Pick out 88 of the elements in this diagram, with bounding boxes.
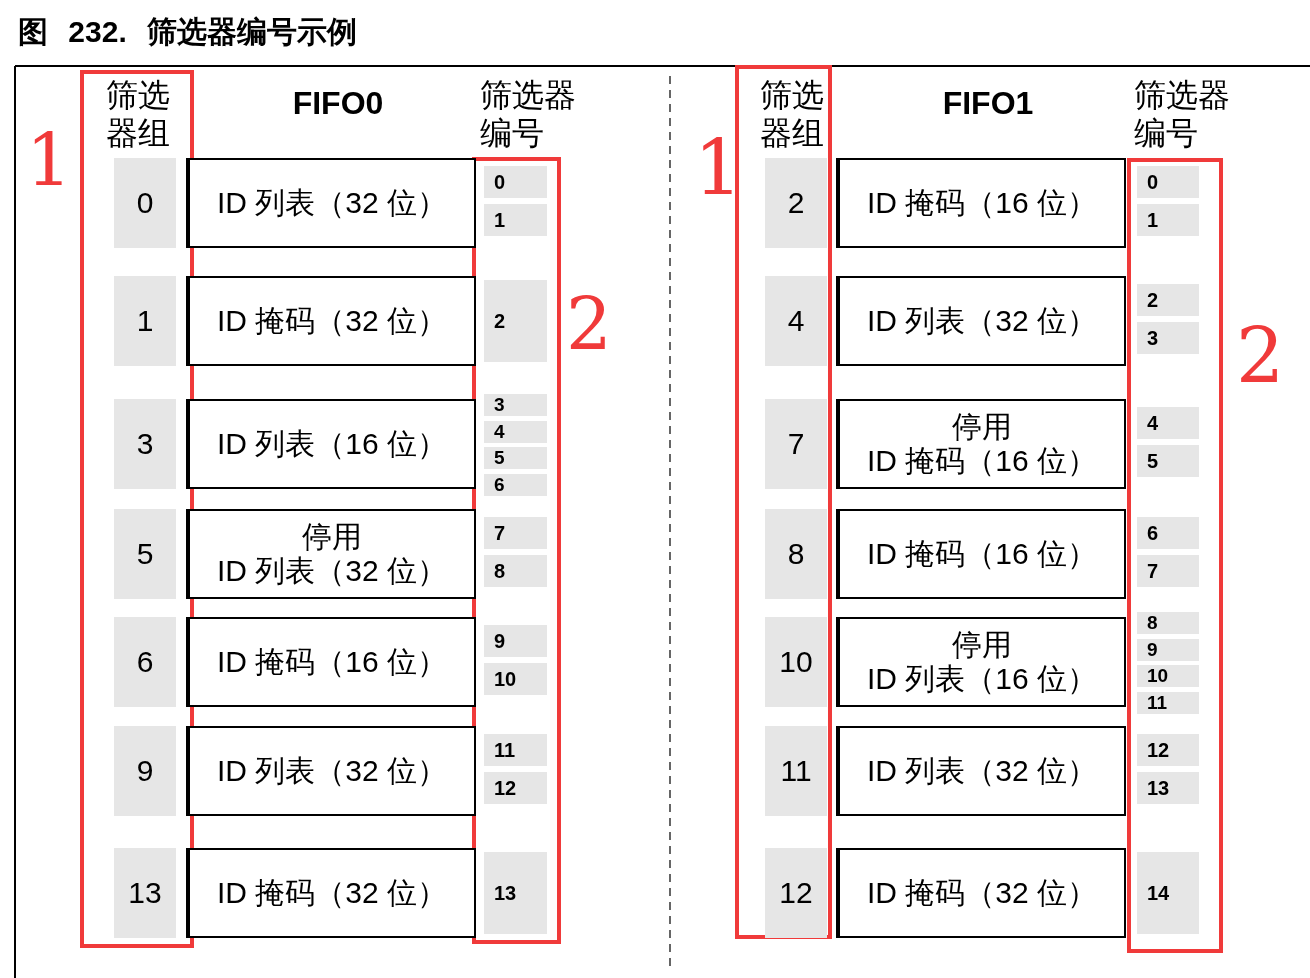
filter-number: 9 [484,625,547,657]
filter-mode-box [186,276,476,366]
column-header: 筛选器编号 [480,76,576,153]
filter-number: 10 [484,663,547,695]
filter-bank-number: 3 [114,399,176,489]
cell-text: ID 列表（16 位） [866,662,1097,697]
filter-number: 2 [484,280,547,362]
column-header: 筛选器组 [106,76,170,153]
cell-text: ID 掩码（32 位） [216,303,447,339]
cell-text: ID 掩码（16 位） [866,185,1097,221]
filter-mode-box [836,848,1126,938]
filter-number: 4 [484,420,547,443]
filter-number: 7 [1137,555,1199,587]
filter-number: 2 [1137,284,1199,316]
filter-number: 0 [484,166,547,198]
filter-number: 1 [484,204,547,236]
filter-mode-box [836,509,1126,599]
cell-text: 停用 [952,627,1012,662]
filter-number: 3 [1137,322,1199,354]
column-header: 筛选器编号 [1134,76,1230,153]
filter-number: 12 [484,772,547,804]
filter-mode-box [836,726,1126,816]
filter-number: 11 [484,734,547,766]
cell-text: ID 列表（32 位） [866,303,1097,339]
filter-mode-box [186,158,476,248]
figure-title: 图 232. 筛选器编号示例 [18,14,358,50]
filter-number: 8 [1137,612,1199,634]
column-header: FIFO0 [291,84,385,123]
filter-bank-number: 1 [114,276,176,366]
filter-bank-number: 8 [765,509,827,599]
filter-bank-number: 9 [114,726,176,816]
filter-number: 5 [1137,445,1199,477]
filter-bank-number: 6 [114,617,176,707]
cell-text: ID 掩码（32 位） [866,875,1097,911]
cell-text: ID 掩码（16 位） [866,444,1097,479]
filter-bank-number: 7 [765,399,827,489]
filter-number: 6 [484,473,547,496]
filter-bank-number: 11 [765,726,827,816]
filter-bank-number: 0 [114,158,176,248]
filter-number: 7 [484,517,547,549]
cell-text: ID 列表（32 位） [216,753,447,789]
filter-bank-number: 5 [114,509,176,599]
cell-text: 停用 [302,519,362,554]
filter-number: 8 [484,555,547,587]
highlight-frame [735,65,832,939]
filter-mode-box [836,617,1126,707]
filter-number: 6 [1137,517,1199,549]
filter-number: 14 [1137,852,1199,934]
cell-text: ID 列表（32 位） [216,554,447,589]
cell-text: ID 掩码（16 位） [866,536,1097,572]
filter-number: 13 [484,852,547,934]
handwritten-mark: 1 [26,118,72,205]
filter-mode-box [186,509,476,599]
filter-mode-box [836,276,1126,366]
filter-mode-box [836,399,1126,489]
column-header: 筛选器组 [760,76,824,153]
filter-bank-number: 13 [114,848,176,938]
cell-text: ID 列表（32 位） [216,185,447,221]
filter-number: 3 [484,394,547,416]
filter-bank-number: 10 [765,617,827,707]
filter-bank-number: 12 [765,848,827,938]
cell-text: 停用 [952,409,1012,444]
filter-number: 11 [1137,691,1199,714]
cell-text: ID 掩码（16 位） [216,644,447,680]
filter-number: 9 [1137,638,1199,661]
filter-mode-box [186,726,476,816]
cell-text: ID 掩码（32 位） [216,875,447,911]
filter-mode-box [836,158,1126,248]
filter-number: 4 [1137,407,1199,439]
filter-mode-box [186,848,476,938]
filter-mode-box [186,617,476,707]
handwritten-mark: 2 [1236,310,1285,402]
filter-mode-box [186,399,476,489]
filter-number: 13 [1137,772,1199,804]
filter-number: 1 [1137,204,1199,236]
handwritten-mark: 1 [694,122,743,214]
cell-text: ID 列表（16 位） [216,426,447,462]
handwritten-mark: 2 [566,282,612,369]
highlight-frame [80,70,194,948]
filter-number: 12 [1137,734,1199,766]
filter-bank-number: 4 [765,276,827,366]
filter-number: 0 [1137,166,1199,198]
cell-text: ID 列表（32 位） [866,753,1097,789]
highlight-frame [1127,158,1223,953]
column-header: FIFO1 [941,84,1035,123]
filter-bank-number: 2 [765,158,827,248]
filter-number: 5 [484,447,547,469]
filter-number: 10 [1137,665,1199,687]
